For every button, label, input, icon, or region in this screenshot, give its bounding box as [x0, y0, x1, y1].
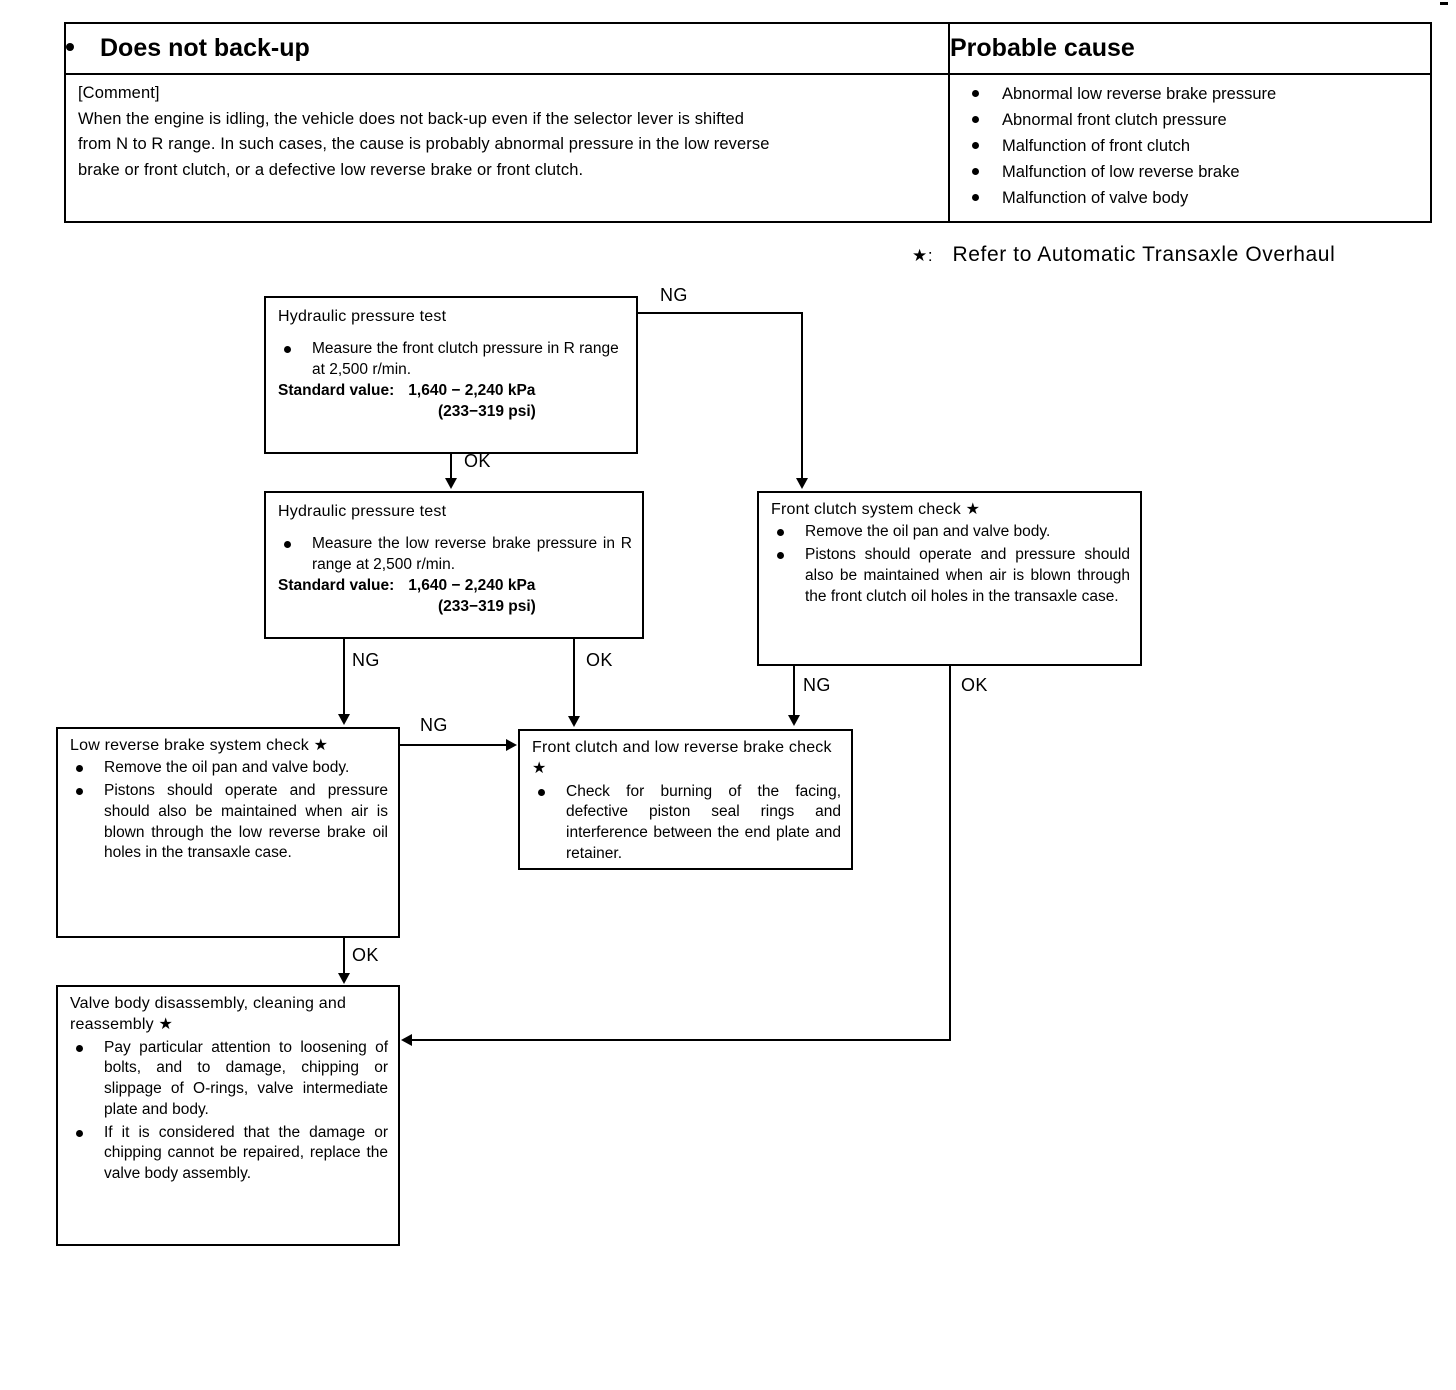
list-item: Measure the low reverse brake pressure i… — [278, 534, 632, 576]
standard-value-row: Standard value: 1,640 − 2,240 kPa (233−31… — [278, 381, 626, 423]
box-bullet-list: Remove the oil pan and valve body. Pisto… — [70, 758, 388, 864]
arrow-ok-bottom — [338, 973, 350, 984]
edge-label-ok-right: OK — [961, 675, 988, 695]
edge-label-ok-bottom: OK — [352, 945, 379, 965]
symptom-header-cell: Does not back-up — [66, 24, 950, 73]
connector-ok-right-vertical — [949, 666, 951, 1041]
connector-ng-top-vertical — [801, 312, 803, 479]
list-item: Malfunction of front clutch — [968, 133, 1418, 159]
footnote-text: Refer to Automatic Transaxle Overhaul — [952, 243, 1336, 266]
box-title: Front clutch system check ★ — [771, 501, 981, 518]
standard-value-kpa: 1,640 − 2,240 kPa — [408, 576, 536, 594]
arrow-ok-top — [445, 478, 457, 489]
connector-ok-mid-vertical — [573, 639, 575, 717]
edge-label-ng-cross: NG — [420, 715, 448, 735]
list-item: If it is considered that the damage or c… — [70, 1123, 388, 1185]
footnote: ★: Refer to Automatic Transaxle Overhaul — [912, 243, 1335, 267]
list-item: Malfunction of low reverse brake — [968, 159, 1418, 185]
list-item: Pay particular attention to loosening of… — [70, 1038, 388, 1121]
connector-ok-right-horizontal — [412, 1039, 951, 1041]
box-title: Hydraulic pressure test — [278, 308, 447, 325]
probable-cause-header-cell: Probable cause — [950, 24, 1430, 73]
scan-artifact-tick — [1440, 2, 1448, 5]
standard-value-psi: (233−319 psi) — [438, 402, 536, 420]
box-bullet-list: Measure the low reverse brake pressure i… — [278, 534, 632, 576]
arrow-ok-right — [401, 1034, 412, 1046]
box-title: Valve body disassembly, cleaning and rea… — [70, 995, 347, 1034]
comment-line-2: from N to R range. In such cases, the ca… — [78, 135, 770, 154]
box-front-clutch-system-check[interactable]: Front clutch system check ★ Remove the o… — [757, 491, 1142, 666]
box-valve-body-disassembly[interactable]: Valve body disassembly, cleaning and rea… — [56, 985, 400, 1246]
comment-cell: [Comment] When the engine is idling, the… — [66, 73, 950, 222]
probable-cause-title: Probable cause — [950, 34, 1135, 62]
comment-line-1: When the engine is idling, the vehicle d… — [78, 109, 745, 128]
edge-label-ng-right: NG — [803, 675, 831, 695]
edge-label-ok-mid: OK — [586, 650, 613, 670]
standard-value-kpa: 1,640 − 2,240 kPa — [408, 381, 536, 399]
list-item: Pistons should operate and pressure shou… — [70, 781, 388, 864]
arrow-ng-cross — [506, 739, 517, 751]
connector-ng-left-vertical — [343, 639, 345, 715]
bullet-icon — [66, 43, 74, 51]
list-item: Pistons should operate and pressure shou… — [771, 545, 1130, 607]
comment-label: [Comment] — [78, 84, 160, 102]
connector-ok-bottom-vertical — [343, 938, 345, 974]
box-low-reverse-brake-system-check[interactable]: Low reverse brake system check ★ Remove … — [56, 727, 400, 938]
standard-value-row: Standard value: 1,640 − 2,240 kPa (233−31… — [278, 576, 632, 618]
cause-list: Abnormal low reverse brake pressure Abno… — [968, 81, 1418, 211]
box-title: Hydraulic pressure test — [278, 503, 447, 520]
box-bullet-list: Check for burning of the facing, defecti… — [532, 782, 841, 865]
connector-ok-top-vertical — [450, 454, 452, 479]
symptom-table: Does not back-up Probable cause [Comment… — [64, 22, 1432, 224]
standard-value-psi: (233−319 psi) — [438, 597, 536, 615]
list-item: Malfunction of valve body — [968, 185, 1418, 211]
box-bullet-list: Remove the oil pan and valve body. Pisto… — [771, 522, 1130, 607]
arrow-ng-left — [338, 714, 350, 725]
box-front-clutch-and-low-reverse-brake-check[interactable]: Front clutch and low reverse brake check… — [518, 729, 853, 870]
list-item: Abnormal low reverse brake pressure — [968, 81, 1418, 107]
list-item: Check for burning of the facing, defecti… — [532, 782, 841, 865]
cause-cell: Abnormal low reverse brake pressure Abno… — [950, 73, 1430, 221]
arrow-ok-mid — [568, 716, 580, 727]
arrow-ng-top — [796, 478, 808, 489]
list-item: Remove the oil pan and valve body. — [70, 758, 388, 779]
symptom-table-body-row: [Comment] When the engine is idling, the… — [66, 73, 1430, 222]
star-icon: ★: — [912, 246, 934, 265]
box-bullet-list: Pay particular attention to loosening of… — [70, 1038, 388, 1185]
box-bullet-list: Measure the front clutch pressure in R r… — [278, 339, 626, 381]
box-title: Front clutch and low reverse brake check… — [532, 739, 832, 778]
connector-ng-cross-horizontal — [400, 744, 508, 746]
edge-label-ok-top: OK — [464, 451, 491, 471]
standard-value-label: Standard value: — [278, 576, 395, 594]
box-title: Low reverse brake system check ★ — [70, 737, 329, 754]
list-item: Measure the front clutch pressure in R r… — [278, 339, 626, 381]
list-item: Abnormal front clutch pressure — [968, 107, 1418, 133]
edge-label-ng-top: NG — [660, 285, 688, 305]
standard-value-label: Standard value: — [278, 381, 395, 399]
list-item: Remove the oil pan and valve body. — [771, 522, 1130, 543]
box-hydraulic-pressure-test-low-reverse-brake[interactable]: Hydraulic pressure test Measure the low … — [264, 491, 644, 639]
arrow-ng-right — [788, 715, 800, 726]
connector-ng-right-vertical — [793, 666, 795, 716]
symptom-title: Does not back-up — [100, 34, 310, 62]
box-hydraulic-pressure-test-front-clutch[interactable]: Hydraulic pressure test Measure the fron… — [264, 296, 638, 454]
symptom-table-header-row: Does not back-up Probable cause — [66, 24, 1430, 73]
edge-label-ng-left: NG — [352, 650, 380, 670]
comment-line-3: brake or front clutch, or a defective lo… — [78, 160, 584, 179]
connector-ng-top-horizontal — [638, 312, 803, 314]
